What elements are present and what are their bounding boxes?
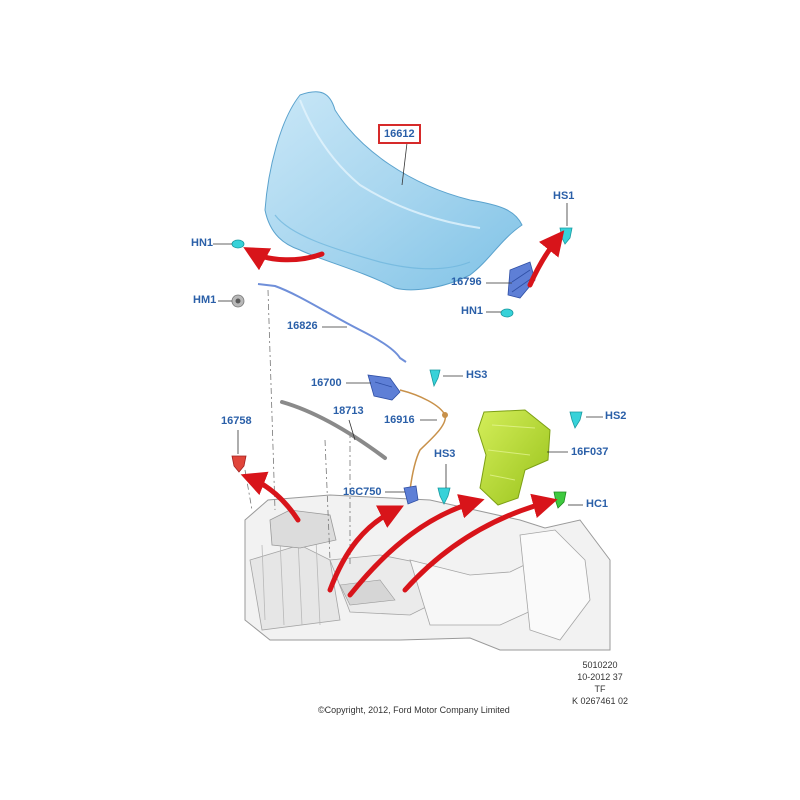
cable-16916 — [399, 389, 446, 491]
reference-line-2: 10-2012 37 — [577, 672, 623, 682]
leader-lines — [213, 142, 603, 506]
label-hc1: HC1 — [586, 498, 609, 510]
screw-hs2 — [569, 411, 583, 429]
clip-hn1-right — [500, 308, 514, 318]
label-16758: 16758 — [221, 415, 252, 427]
bumper-16758 — [231, 455, 247, 473]
clip-hc1 — [553, 491, 567, 509]
label-16612: 16612 — [378, 124, 421, 144]
vehicle-front-body — [244, 494, 611, 651]
label-hs2: HS2 — [605, 410, 627, 422]
hood-panel-16612 — [264, 91, 523, 291]
guide-lines — [244, 289, 351, 565]
copyright-notice: ©Copyright, 2012, Ford Motor Company Lim… — [318, 705, 510, 715]
screw-hs3-bottom — [437, 487, 451, 505]
label-hs3-bottom: HS3 — [434, 448, 456, 460]
label-16f037: 16F037 — [571, 446, 609, 458]
label-16916: 16916 — [384, 414, 415, 426]
latch-16700 — [367, 374, 401, 401]
label-hn1-left: HN1 — [191, 237, 214, 249]
insulator-16f037 — [477, 409, 551, 506]
screw-hs1 — [559, 227, 573, 245]
screw-hs3-top — [429, 369, 441, 388]
reference-line-3: TF — [594, 684, 606, 694]
bracket-16c750 — [403, 485, 419, 505]
label-18713: 18713 — [333, 405, 364, 417]
label-hn1-right: HN1 — [461, 305, 484, 317]
label-16700: 16700 — [311, 377, 342, 389]
label-16826: 16826 — [287, 320, 318, 332]
label-16796: 16796 — [451, 276, 482, 288]
label-hs3-top: HS3 — [466, 369, 488, 381]
reference-line-4: K 0267461 02 — [571, 696, 629, 706]
release-cable-16826 — [257, 283, 407, 363]
label-16c750: 16C750 — [343, 486, 382, 498]
reference-line-1: 5010220 — [582, 660, 618, 670]
red-arrows — [240, 230, 565, 598]
clip-hn1-left — [231, 239, 245, 249]
label-hm1: HM1 — [193, 294, 217, 306]
label-hs1: HS1 — [553, 190, 575, 202]
seal-strip-18713 — [280, 400, 387, 460]
hinge-bracket-16796 — [507, 261, 536, 299]
